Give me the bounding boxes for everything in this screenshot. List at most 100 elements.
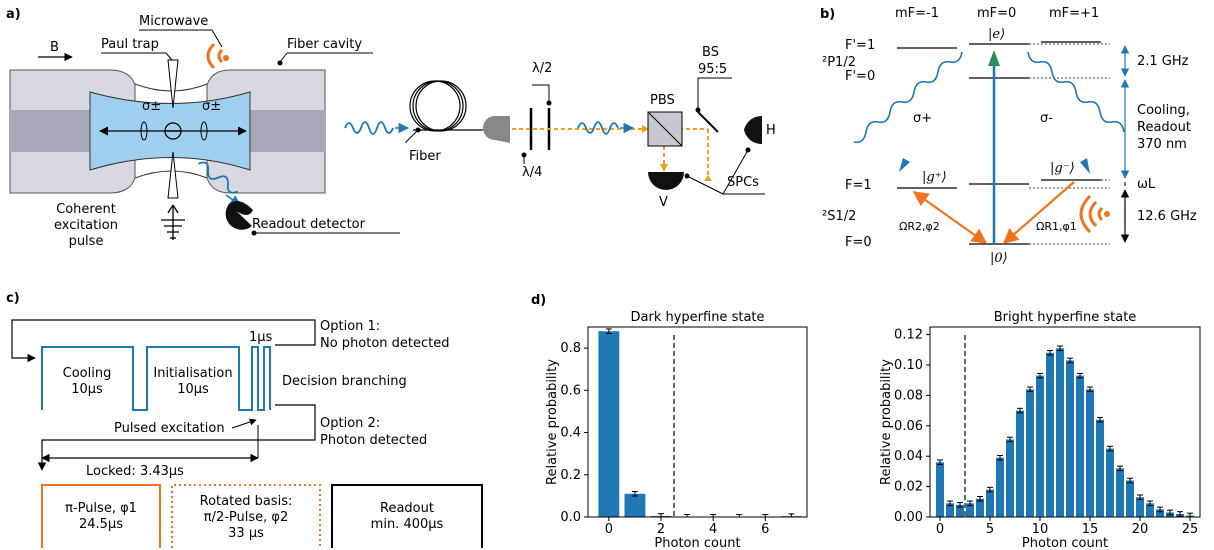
detector-h-icon <box>744 115 762 145</box>
bar-9 <box>1026 389 1034 517</box>
trap-needle-bottom <box>167 151 179 199</box>
bar-16 <box>1096 419 1104 517</box>
sigma-plus-decay <box>853 51 963 144</box>
y-tick-label-0: 0.00 <box>894 510 923 525</box>
y-axis-label: Relative probability <box>545 359 560 485</box>
sigma-minus-label: σ- <box>1040 111 1053 126</box>
x-tick-label-20: 20 <box>1132 522 1149 537</box>
panel-label-a: a) <box>6 7 21 22</box>
fiber-label: Fiber <box>409 149 441 164</box>
photon-wave-1 <box>344 121 394 135</box>
detector-h-label: H <box>766 123 776 138</box>
locked-label: Locked: 3.43μs <box>86 464 184 479</box>
pbs-label: PBS <box>650 93 675 108</box>
panel-label-c: c) <box>6 291 20 306</box>
bar-2 <box>956 504 964 517</box>
field-label: B <box>50 40 59 55</box>
pi-line2: 24.5μs <box>79 517 123 532</box>
microwave-icon-b <box>1079 194 1104 234</box>
rotated-basis-block <box>171 484 321 548</box>
omega-l-label: ωL <box>1137 177 1156 192</box>
y-axis-label: Relative probability <box>879 359 894 485</box>
trap-needle-top <box>167 59 179 109</box>
bar-22 <box>1156 509 1164 517</box>
excitation-arrow <box>988 50 1000 66</box>
axes-frame <box>929 326 1201 518</box>
omega-r1-label: ΩR1,φ1 <box>1036 220 1077 233</box>
detector-v-icon <box>648 172 684 190</box>
photon-wave-2 <box>577 121 619 135</box>
sigma-plus-label: σ+ <box>913 111 932 126</box>
x-axis-label: Photon count <box>654 536 740 550</box>
coherent-line2: excitation <box>54 218 118 233</box>
x-tick-label-4: 4 <box>709 522 717 537</box>
mf-zero-label: mF=0 <box>977 6 1016 21</box>
rot-line3: 33 μs <box>228 526 264 541</box>
x-tick-label-0: 0 <box>605 522 613 537</box>
bar-1 <box>624 493 646 517</box>
mf-plus-label: mF=+1 <box>1049 6 1099 21</box>
readout-line2: min. 400μs <box>371 517 444 532</box>
bar-19 <box>1126 480 1134 517</box>
ket-gminus-label: |g⁻⟩ <box>1050 161 1075 176</box>
bar-7 <box>1006 439 1014 517</box>
decision-label: Decision branching <box>282 374 407 389</box>
ket-gplus-label: |g⁺⟩ <box>922 170 947 185</box>
paul-trap-label: Paul trap <box>101 37 159 52</box>
pi-pulse-block <box>41 484 161 548</box>
x-tick-label-6: 6 <box>761 522 769 537</box>
bar-0 <box>936 462 944 517</box>
s-state-label: ²S1/2 <box>822 209 856 224</box>
bar-8 <box>1016 410 1024 517</box>
init-block-line2: 10μs <box>177 382 209 397</box>
sigma-left-label: σ± <box>142 99 161 114</box>
y-tick-label-0.6: 0.6 <box>560 383 581 398</box>
axes-frame <box>587 326 808 518</box>
raman-transition-1 <box>1002 181 1075 245</box>
ket-e-label: |e⟩ <box>988 27 1005 42</box>
init-block-line1: Initialisation <box>153 366 232 381</box>
bar-0 <box>598 331 620 517</box>
bar-15 <box>1086 389 1094 517</box>
y-tick-label-0: 0.0 <box>560 510 581 525</box>
emitted-photon <box>197 161 239 194</box>
cooling-line3: 370 nm <box>1137 137 1187 152</box>
bs-label-2: 95:5 <box>698 62 727 77</box>
pulsed-excitation-label: Pulsed excitation <box>114 421 225 436</box>
bar-4 <box>976 498 984 517</box>
x-tick-label-2: 2 <box>657 522 665 537</box>
freq-p-label: 2.1 GHz <box>1137 54 1189 69</box>
one-us-label: 1μs <box>249 330 273 345</box>
fiber-coil-icon <box>409 80 496 132</box>
bar-20 <box>1136 497 1144 517</box>
fiber-cavity-label: Fiber cavity <box>287 37 362 52</box>
microwave-icon <box>206 42 224 70</box>
raman-transition-2 <box>912 191 988 244</box>
f0-prime-label: F'=0 <box>845 69 875 84</box>
y-tick-label-0.8: 0.8 <box>560 341 581 356</box>
chart-title: Bright hyperfine state <box>994 310 1137 325</box>
microwave-label: Microwave <box>139 14 208 29</box>
beam-splitter <box>697 111 719 133</box>
x-axis-label: Photon count <box>1022 536 1108 550</box>
half-wave-label: λ/2 <box>532 61 552 76</box>
panel-label-d: d) <box>531 293 546 308</box>
quarter-wave-label: λ/4 <box>522 165 542 180</box>
option1-line1: Option 1: <box>320 319 380 334</box>
y-tick-label-0.06: 0.06 <box>894 419 923 434</box>
bar-14 <box>1076 375 1084 517</box>
readout-detector-label: Readout detector <box>252 217 366 232</box>
cooling-block-line2: 10μs <box>71 382 103 397</box>
rot-line1: Rotated basis: <box>200 494 293 509</box>
bar-1 <box>946 503 954 517</box>
bar-13 <box>1066 360 1074 517</box>
pi-line1: π-Pulse, φ1 <box>65 501 137 516</box>
cooling-line1: Cooling, <box>1137 103 1190 118</box>
y-tick-label-0.1: 0.10 <box>894 358 923 373</box>
excitation-beam-icon <box>161 204 185 240</box>
y-tick-label-0.12: 0.12 <box>894 328 923 343</box>
